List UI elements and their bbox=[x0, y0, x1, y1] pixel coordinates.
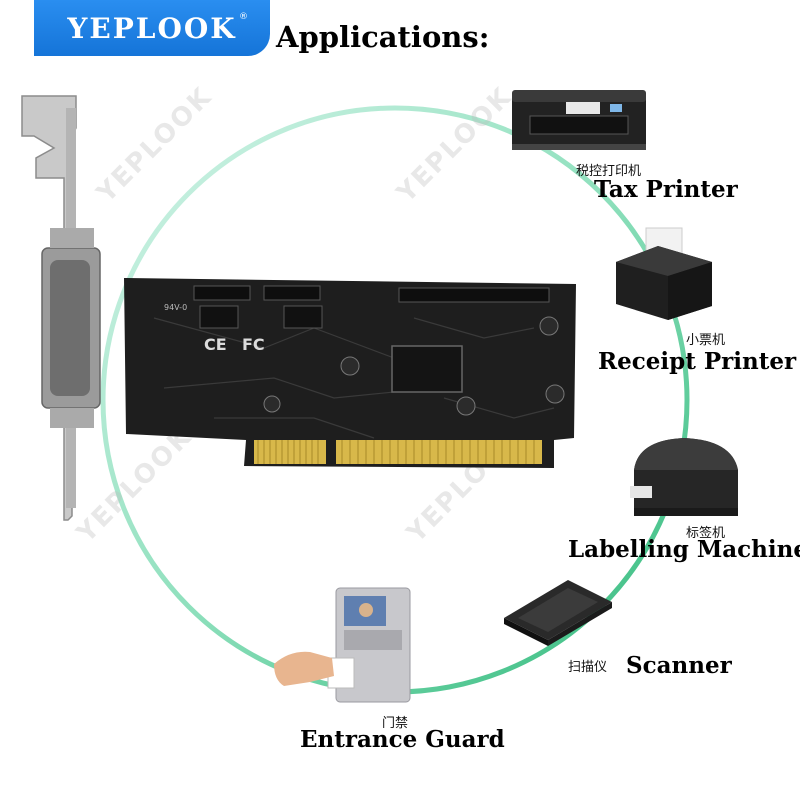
scanner-icon bbox=[504, 580, 612, 646]
app-en-label: Entrance Guard bbox=[300, 726, 505, 753]
receipt-printer-icon bbox=[616, 227, 712, 320]
page-heading: Applications: bbox=[276, 20, 490, 54]
label-printer-icon bbox=[630, 438, 738, 516]
app-en-label: Receipt Printer bbox=[598, 348, 797, 375]
app-en-label: Labelling Machine bbox=[568, 536, 800, 563]
ul-marking: 94V-0 bbox=[164, 303, 187, 312]
registered-mark: ® bbox=[239, 12, 248, 22]
app-cn-label: 标签机 bbox=[686, 526, 726, 541]
pci-parallel-card-image: CE FC 94V-0 bbox=[21, 95, 576, 521]
app-en-label: Scanner bbox=[626, 652, 732, 679]
app-cn-label: 门禁 bbox=[382, 716, 409, 731]
access-control-icon bbox=[274, 587, 411, 703]
app-cn-label: 扫描仪 bbox=[568, 660, 608, 675]
brand-name: YEPLOOK bbox=[67, 11, 237, 45]
app-cn-label: 小票机 bbox=[686, 333, 726, 348]
tax-printer-icon bbox=[512, 90, 646, 150]
fc-marking: FC bbox=[242, 335, 265, 354]
app-cn-label: 税控打印机 bbox=[576, 164, 642, 179]
ce-marking: CE bbox=[204, 335, 227, 354]
brand-badge: YEPLOOK ® bbox=[34, 0, 270, 56]
app-en-label: Tax Printer bbox=[594, 176, 738, 203]
